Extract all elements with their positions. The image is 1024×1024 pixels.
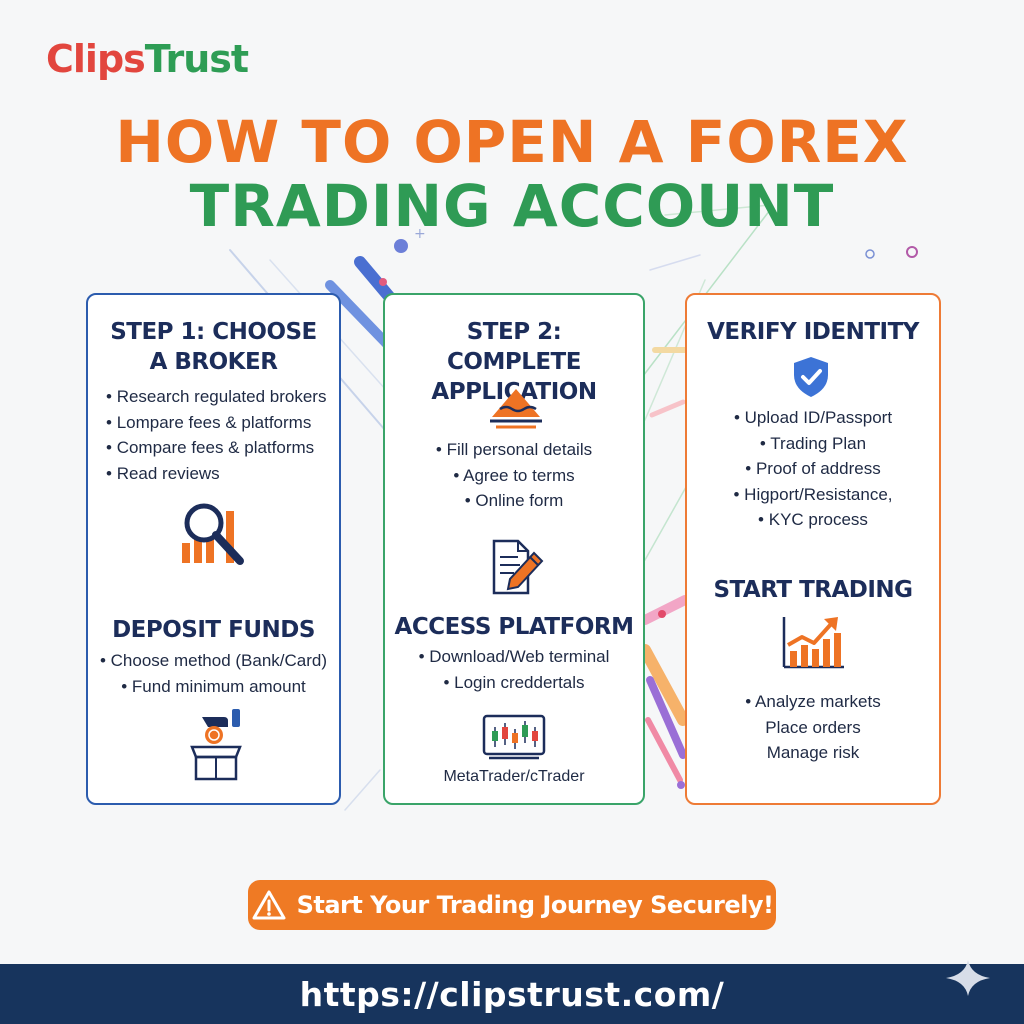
application-form-icon <box>490 389 542 429</box>
magnifier-chart-icon <box>182 503 244 565</box>
step3-card: VERIFY IDENTITY Upload ID/Passport Tradi… <box>685 293 941 805</box>
sparkle-icon <box>946 960 990 996</box>
list-item: Place orders <box>765 717 861 737</box>
footer-bar: https://clipstrust.com/ <box>0 964 1024 1024</box>
step1-card: STEP 1: CHOOSE A BROKER Research regulat… <box>86 293 341 805</box>
list-item: Proof of address <box>687 456 939 482</box>
page-title: HOW TO OPEN A FOREX TRADING ACCOUNT <box>0 110 1024 238</box>
list-item: Fill personal details <box>385 437 643 463</box>
start-trading-list: • Analyze markets Place orders Manage ri… <box>687 689 939 766</box>
growth-chart-icon <box>782 617 844 669</box>
cta-button[interactable]: Start Your Trading Journey Securely! <box>248 880 776 930</box>
access-platform-list: Download/Web terminal Login creddertals <box>385 644 643 695</box>
list-item: KYC process <box>687 507 939 533</box>
title-line-2: TRADING ACCOUNT <box>189 172 835 240</box>
cta-label: Start Your Trading Journey Securely! <box>296 891 774 919</box>
list-item: Higport/Resistance, <box>687 482 939 508</box>
start-trading-heading: START TRADING <box>713 577 913 603</box>
step2-list: Fill personal details Agree to terms Onl… <box>385 437 643 514</box>
list-item: Trading Plan <box>687 431 939 457</box>
list-item: Manage risk <box>766 743 860 762</box>
step2-card: STEP 2: COMPLETE APPLICATION Fill person… <box>383 293 645 805</box>
deposit-heading: DEPOSIT FUNDS <box>112 617 315 643</box>
list-item: Compare fees & platforms <box>106 435 326 461</box>
list-item: Upload ID/Passport <box>687 405 939 431</box>
list-item: Login creddertals <box>385 670 643 696</box>
warning-icon <box>252 890 286 920</box>
svg-text:+: + <box>414 226 426 242</box>
access-platform-heading: ACCESS PLATFORM <box>394 614 634 640</box>
list-item: Agree to terms <box>385 463 643 489</box>
platform-caption: MetaTrader/cTrader <box>443 768 585 785</box>
verify-identity-heading: VERIFY IDENTITY <box>707 319 919 345</box>
list-item: Lompare fees & platforms <box>106 410 326 436</box>
list-item: Research regulated brokers <box>106 384 327 410</box>
list-item: Online form <box>385 488 643 514</box>
step1-heading: STEP 1: CHOOSE A BROKER <box>110 319 317 375</box>
verify-list: Upload ID/Passport Trading Plan Proof of… <box>687 405 939 533</box>
list-item: Fund minimum amount <box>88 674 339 700</box>
deposit-box-icon <box>190 709 242 781</box>
deposit-list: Choose method (Bank/Card) Fund minimum a… <box>88 648 339 699</box>
list-item: • Analyze markets <box>745 692 881 711</box>
title-line-1: HOW TO OPEN A FOREX <box>115 108 909 176</box>
clipstrust-logo[interactable]: ClipsTrust <box>46 37 249 81</box>
list-item: Read reviews <box>106 461 326 487</box>
footer-url-link[interactable]: https://clipstrust.com/ <box>299 974 725 1014</box>
list-item: Download/Web terminal <box>385 644 643 670</box>
list-item: Choose method (Bank/Card) <box>88 648 339 674</box>
shield-check-icon <box>794 357 828 397</box>
candlestick-terminal-icon <box>482 714 546 760</box>
step1-list: Research regulated brokers Lompare fees … <box>106 384 327 487</box>
document-pencil-icon <box>492 539 544 595</box>
